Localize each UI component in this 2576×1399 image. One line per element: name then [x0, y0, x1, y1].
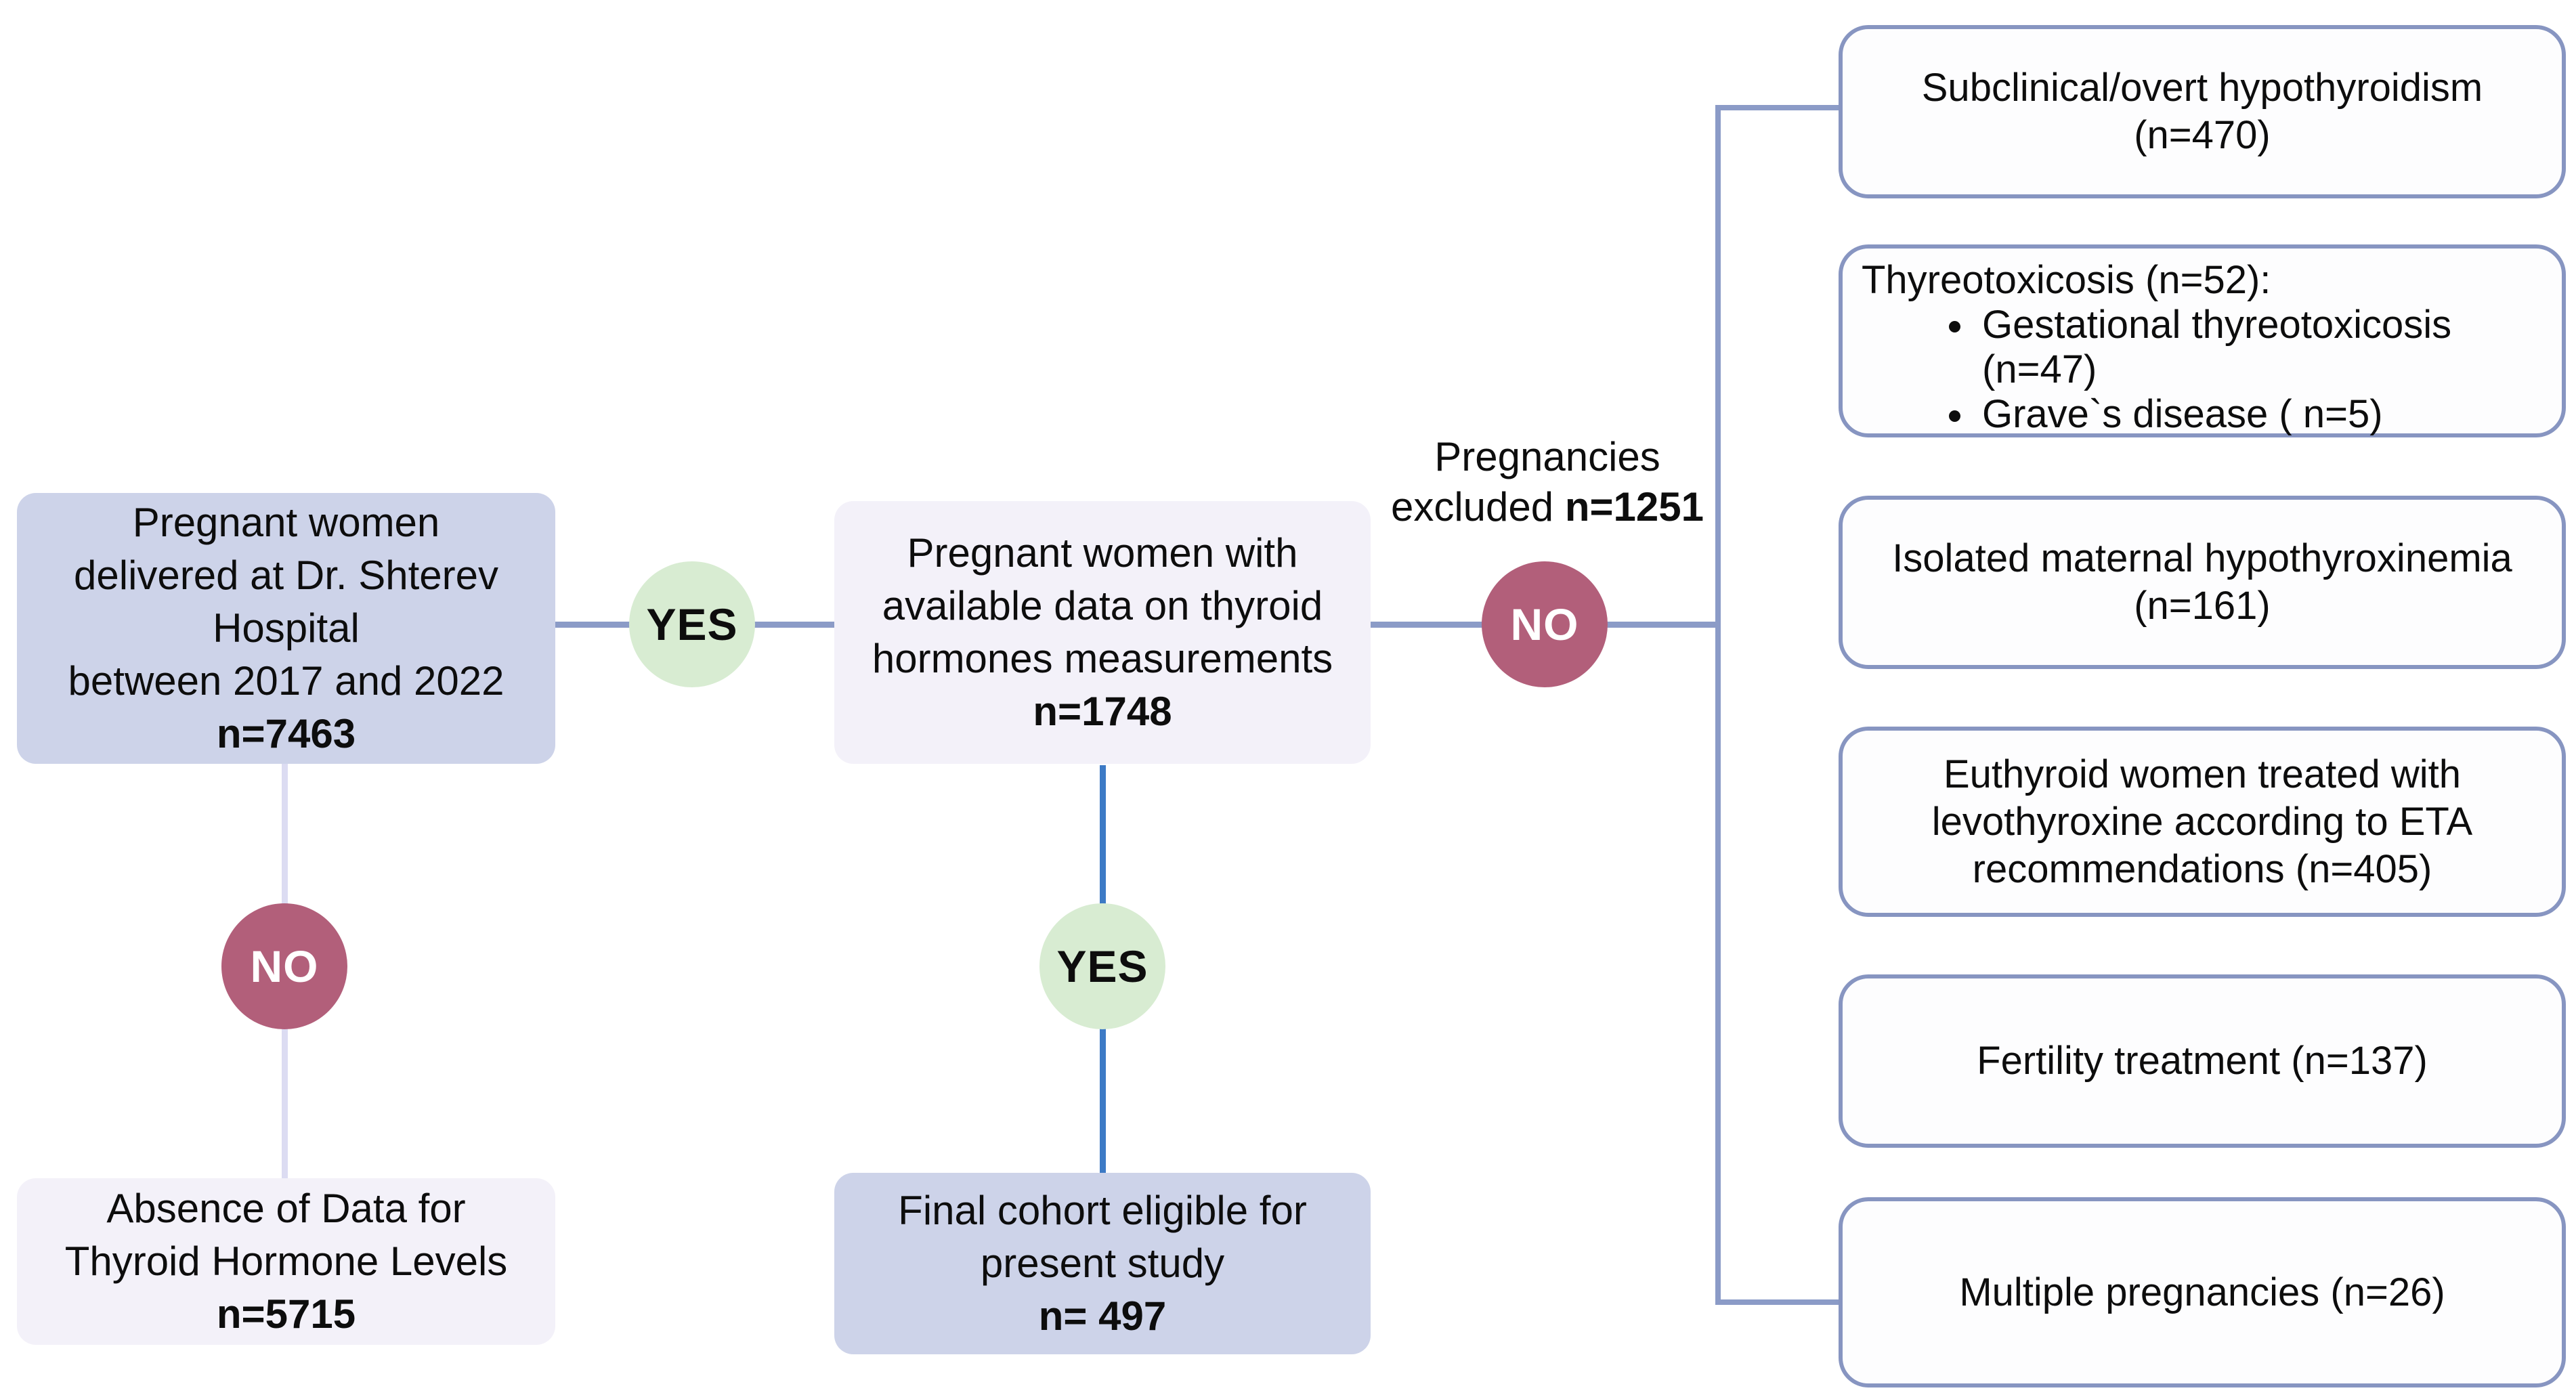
exclusion-box-euthyroid-levothyroxine: Euthyroid women treated with levothyroxi… [1839, 727, 2566, 917]
exclusion-text: Euthyroid women treated with levothyroxi… [1931, 752, 2473, 891]
exclusion-box-fertility-treatment: Fertility treatment (n=137) [1839, 974, 2566, 1148]
excluded-label-n: n=1251 [1564, 484, 1704, 530]
decision-yes-final: YES [1039, 903, 1165, 1029]
decision-no-absence: NO [221, 903, 347, 1029]
node-absence: Absence of Data for Thyroid Hormone Leve… [17, 1178, 555, 1345]
node-absence-text: Absence of Data for Thyroid Hormone Leve… [64, 1186, 508, 1284]
exclusion-box-isolated-hypothyroxinemia: Isolated maternal hypothyroxinemia (n=16… [1839, 496, 2566, 669]
node-source: Pregnant women delivered at Dr. Shterev … [17, 493, 555, 764]
exclusion-bracket-bottom-stub [1715, 1299, 1840, 1305]
node-available-n: n=1748 [1033, 689, 1172, 734]
decision-no-excluded: NO [1482, 561, 1608, 687]
exclusion-box-subclinical-hypothyroidism: Subclinical/overt hypothyroidism (n=470) [1839, 25, 2566, 198]
node-available: Pregnant women with available data on th… [834, 501, 1371, 764]
excluded-pregnancies-label: Pregnancies excluded n=1251 [1331, 432, 1764, 532]
node-source-text: Pregnant women delivered at Dr. Shterev … [68, 500, 505, 704]
decision-yes-available: YES [629, 561, 755, 687]
exclusion-bullet: Gestational thyreotoxicosis (n=47) [1977, 303, 2543, 392]
exclusion-text: Multiple pregnancies (n=26) [1959, 1270, 2445, 1314]
node-absence-n: n=5715 [216, 1291, 356, 1337]
exclusion-bracket-vertical [1715, 105, 1721, 1305]
node-available-text: Pregnant women with available data on th… [872, 530, 1333, 681]
exclusion-title: Thyreotoxicosis (n=52): [1862, 258, 2271, 302]
exclusion-bullet: Grave`s disease ( n=5) [1977, 392, 2543, 437]
exclusion-box-multiple-pregnancies: Multiple pregnancies (n=26) [1839, 1197, 2566, 1387]
node-final-text: Final cohort eligible for present study [898, 1188, 1307, 1286]
exclusion-box-thyreotoxicosis: Thyreotoxicosis (n=52): Gestational thyr… [1839, 244, 2566, 437]
exclusion-bracket-top-stub [1715, 105, 1840, 110]
excluded-label-line2: excluded n=1251 [1390, 484, 1704, 530]
exclusion-text: Isolated maternal hypothyroxinemia (n=16… [1892, 536, 2512, 628]
node-source-n: n=7463 [216, 711, 356, 756]
node-final: Final cohort eligible for present study … [834, 1173, 1371, 1354]
exclusion-bullet-list: Gestational thyreotoxicosis (n=47) Grave… [1862, 303, 2543, 437]
node-final-n: n= 497 [1038, 1293, 1167, 1339]
exclusion-text: Fertility treatment (n=137) [1977, 1039, 2428, 1083]
excluded-label-line1: Pregnancies [1434, 434, 1660, 479]
exclusion-text: Subclinical/overt hypothyroidism (n=470) [1921, 66, 2483, 157]
